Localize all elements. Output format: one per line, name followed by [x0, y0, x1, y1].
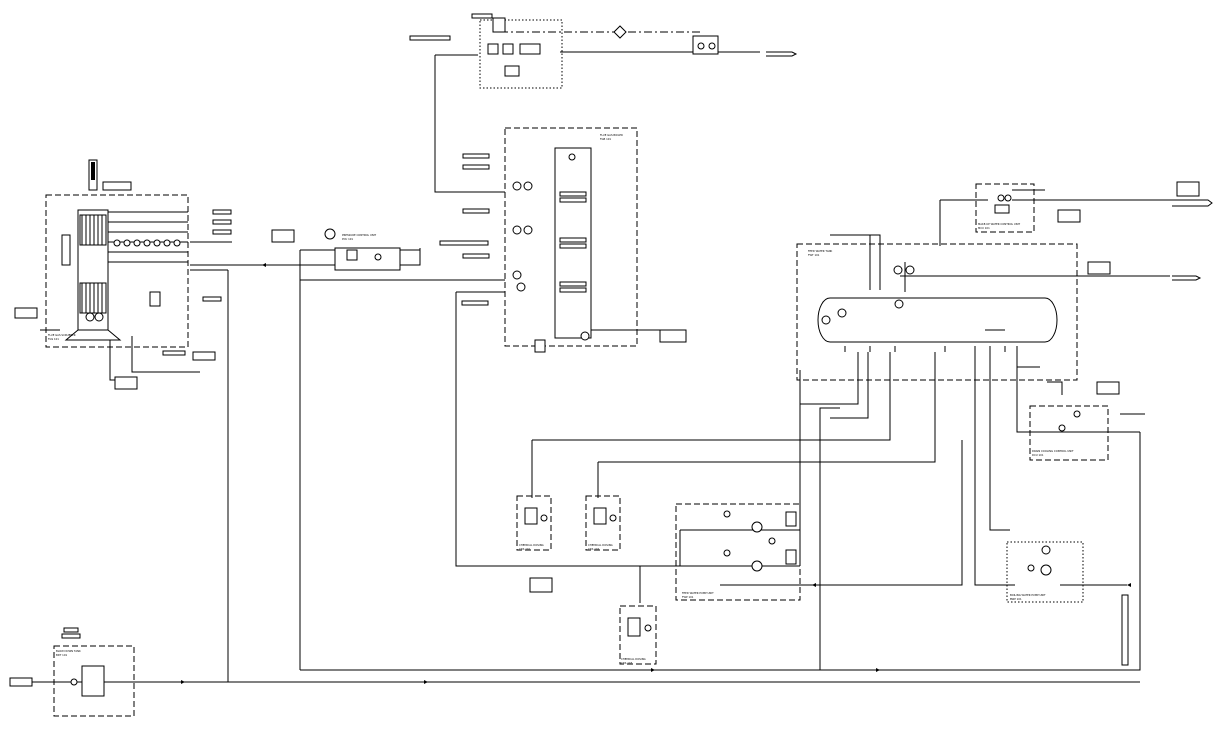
- drain-tag: DCU 101: [1032, 453, 1044, 457]
- drain-name: DRAIN COOLING CONTROL UNIT: [1032, 449, 1074, 453]
- unit-pressure-control: PRESSURE CONTROL UNIT PCU 101: [271, 228, 401, 271]
- fwp-name: FEED WATER PUMP UNIT: [682, 591, 714, 595]
- fwp-tag: FWP 101: [682, 595, 694, 599]
- unit-blow-down-tank: BLOW DOWN TANK BDT 101: [9, 627, 135, 717]
- chem1-tag: CDS 101: [519, 547, 531, 551]
- unit-flue-gas-scrubber: FGS 101 FLUE GAS SCRUBBER: [14, 159, 232, 390]
- bdt-tag: BDT 101: [56, 653, 67, 657]
- pcu-tag: PCU 101: [342, 237, 353, 241]
- flow-arrows: [181, 263, 1131, 684]
- boiler-tag: FGB 101: [600, 137, 611, 141]
- chem3-name: CHEMICAL DOSING: [621, 657, 646, 661]
- chem2-tag: CDS 102: [588, 547, 600, 551]
- scrubber-name: FLUE GAS SCRUBBER: [48, 333, 76, 337]
- boiler-name: FLUE GAS BOILER: [600, 133, 623, 137]
- tank-name: FEED WATER TANK: [808, 249, 833, 253]
- chem2-name: CHEMICAL DOSING: [588, 543, 613, 547]
- makeup-name: MAKE-UP WATER CONTROL UNIT: [978, 222, 1021, 226]
- unit-feed-water-pump: FEED WATER PUMP UNIT FWP 101: [529, 503, 801, 601]
- makeup-tag: MCU 101: [978, 226, 990, 230]
- unit-feed-water-tank: FEED WATER TANK FWT 101: [796, 243, 1202, 381]
- pcu-name: PRESSURE CONTROL UNIT: [342, 233, 377, 237]
- scrubber-tag: FGS 101: [48, 337, 59, 341]
- unit-boiling-water-pump: BOILING WATER PUMP UNIT BWP 101: [1006, 541, 1129, 666]
- bwp-name: BOILING WATER PUMP UNIT: [1010, 593, 1046, 597]
- bwp-tag: BWP 101: [1010, 597, 1022, 601]
- unit-makeup-water: MAKE-UP WATER CONTROL UNIT MCU 101: [975, 181, 1213, 233]
- chem1-name: CHEMICAL DOSING: [519, 543, 544, 547]
- bdt-name: BLOW DOWN TANK: [56, 649, 81, 653]
- tank-tag: FWT 101: [808, 253, 820, 257]
- unit-chemical-dosing-1: CHEMICAL DOSING CDS 101: [516, 495, 552, 551]
- chem3-tag: CDS 103: [621, 661, 633, 665]
- unit-drain-cooling: DRAIN COOLING CONTROL UNIT DCU 101: [1029, 381, 1145, 461]
- unit-top-system: [409, 13, 798, 89]
- unit-flue-gas-boiler: FLUE GAS BOILER FGB 101: [439, 127, 687, 353]
- unit-chemical-dosing-3: CHEMICAL DOSING CDS 103: [619, 605, 657, 665]
- unit-chemical-dosing-2: CHEMICAL DOSING CDS 102: [585, 495, 621, 551]
